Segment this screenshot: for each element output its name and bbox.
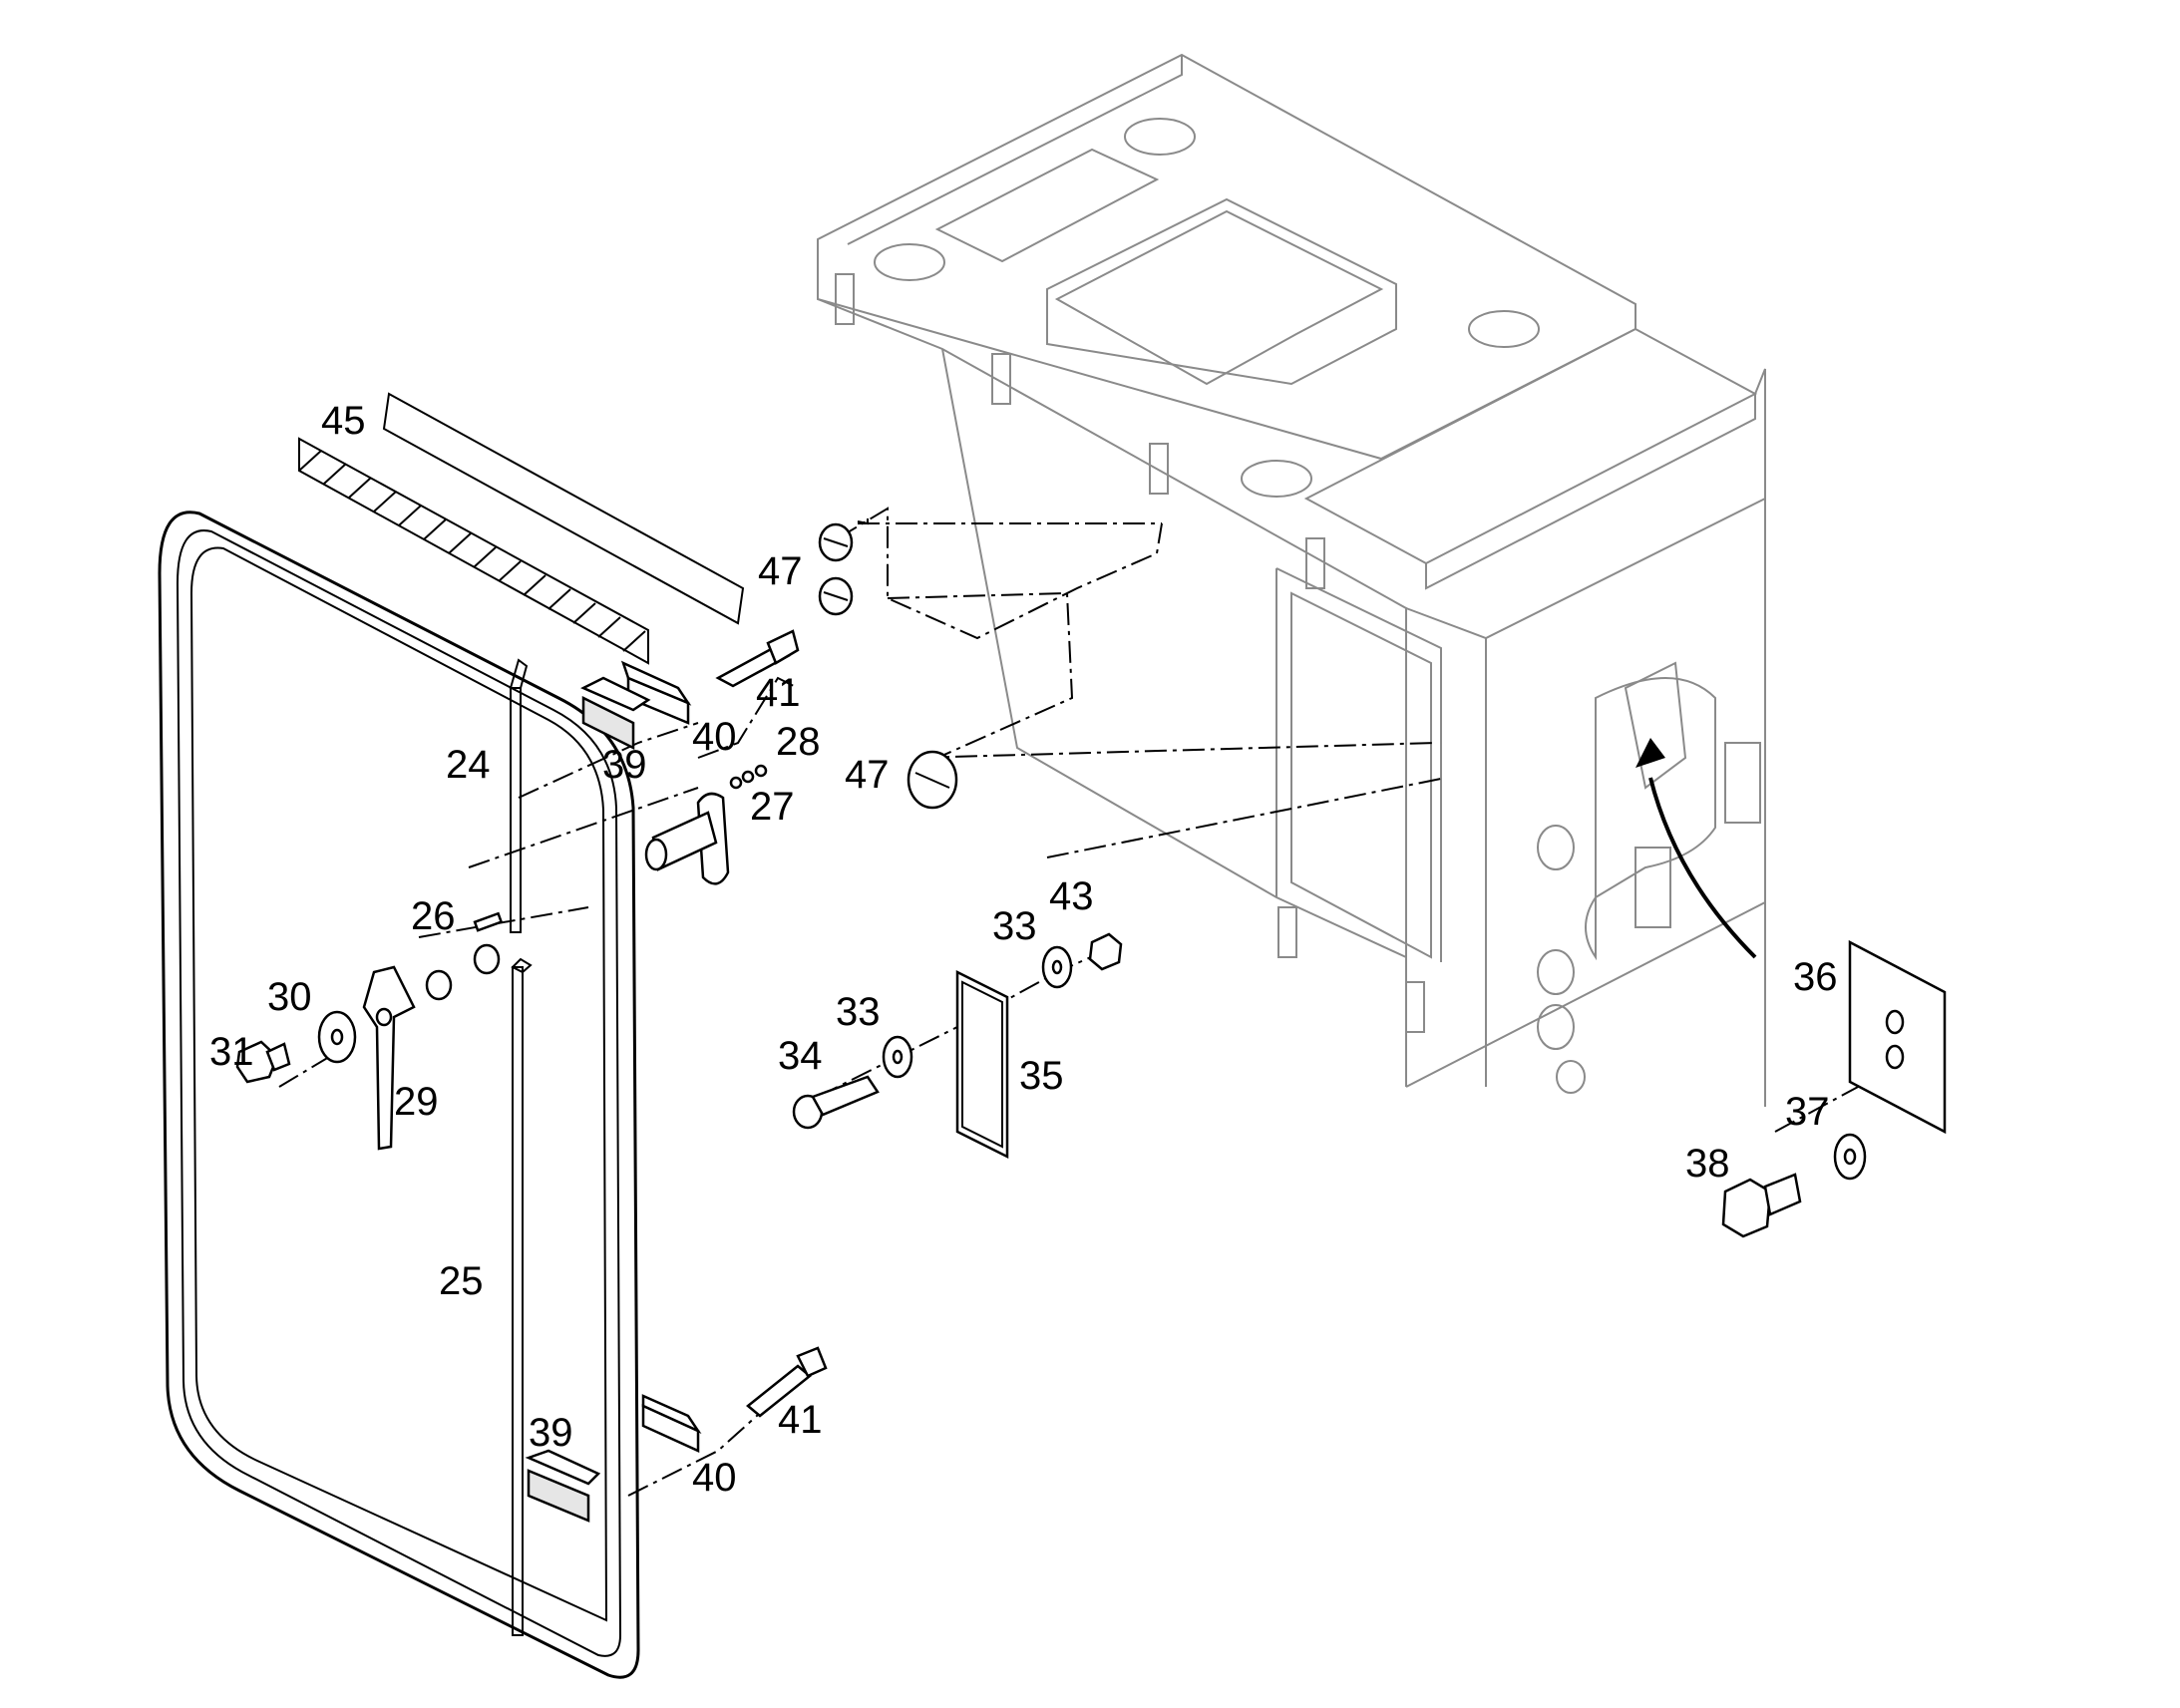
housing-body xyxy=(817,53,1766,1107)
top-round-cap xyxy=(1124,118,1196,156)
washer-30 xyxy=(317,1010,357,1064)
nut-43 xyxy=(1088,932,1123,971)
callout-40-lower: 40 xyxy=(692,1456,737,1500)
washer-37 xyxy=(1833,1133,1867,1181)
callout-26: 26 xyxy=(411,894,456,938)
callout-28: 28 xyxy=(776,720,821,764)
callout-47-lower: 47 xyxy=(845,753,890,797)
bracket-27 xyxy=(644,792,730,885)
callout-35: 35 xyxy=(1019,1054,1064,1098)
plug-47-upper-a xyxy=(818,522,854,562)
washers-28 xyxy=(729,764,768,790)
bushing xyxy=(425,943,501,1001)
callout-41-upper: 41 xyxy=(756,671,801,715)
callout-25: 25 xyxy=(439,1259,484,1303)
plate-36 xyxy=(1848,939,1947,1135)
callout-31: 31 xyxy=(209,1030,254,1074)
callout-30: 30 xyxy=(267,975,312,1019)
plug-47-large xyxy=(907,750,958,810)
callout-27: 27 xyxy=(750,785,795,829)
bolt-31 xyxy=(235,1040,291,1084)
callout-33-front: 33 xyxy=(836,990,881,1034)
callout-39-lower: 39 xyxy=(529,1411,573,1455)
callout-38: 38 xyxy=(1685,1142,1730,1186)
callout-39-upper: 39 xyxy=(602,743,647,787)
plate-40-lower xyxy=(641,1394,702,1453)
callout-29: 29 xyxy=(394,1080,439,1124)
top-cover-plate xyxy=(934,148,1160,263)
pin-26 xyxy=(473,911,504,932)
plug-47-upper-b xyxy=(818,576,854,616)
washer-33-front xyxy=(882,1035,913,1079)
washer-33-back xyxy=(1041,945,1073,989)
bolt-38 xyxy=(1721,1173,1802,1238)
callout-40-upper: 40 xyxy=(692,715,737,759)
arrow-36 xyxy=(1635,738,1757,959)
bolt-41-lower xyxy=(746,1346,828,1418)
callout-37: 37 xyxy=(1785,1090,1830,1134)
callout-36: 36 xyxy=(1793,955,1838,999)
door-frame xyxy=(158,511,640,1679)
housing-side-opening xyxy=(1290,591,1432,959)
callout-41-lower: 41 xyxy=(778,1398,823,1442)
cover-plate-35 xyxy=(955,969,1009,1160)
latch-29 xyxy=(362,965,416,1151)
hinge-39-upper xyxy=(580,676,651,751)
bolt-41-upper xyxy=(715,629,800,688)
hinge-39-lower xyxy=(525,1449,601,1523)
callout-33-back: 33 xyxy=(992,904,1037,948)
screw-34 xyxy=(792,1075,880,1130)
callout-34: 34 xyxy=(778,1034,823,1078)
bar-25 xyxy=(511,957,533,1636)
callout-47-upper: 47 xyxy=(758,549,803,593)
seal-strip-45 xyxy=(298,392,745,665)
callout-43: 43 xyxy=(1049,874,1094,918)
bar-24 xyxy=(509,658,529,933)
callout-45: 45 xyxy=(321,399,366,443)
callout-24: 24 xyxy=(446,743,491,787)
